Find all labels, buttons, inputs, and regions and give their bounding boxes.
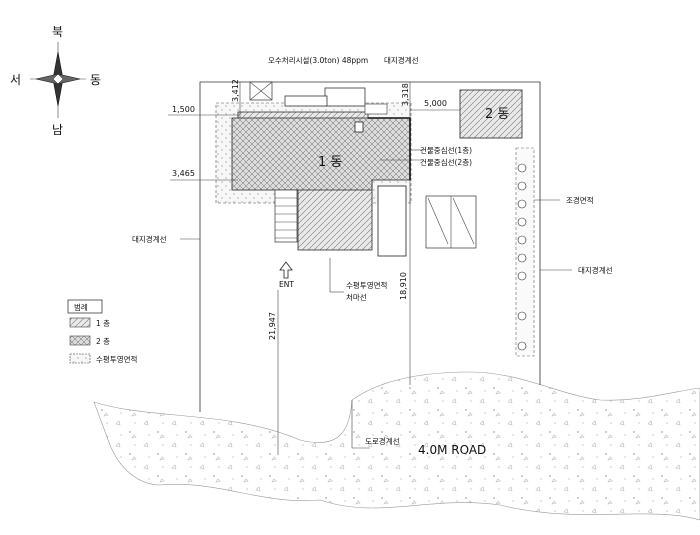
eaves-line-label: 처마선 [346, 293, 367, 302]
center-line-2f-label: 건물중심선(2층) [420, 157, 472, 167]
dimension-lines [168, 82, 460, 455]
building-1-annex [377, 185, 407, 257]
dim-3412: 3,412 [231, 79, 240, 102]
tree-symbols [517, 163, 527, 351]
septic-note: 오수처리시설(3.0ton) 48ppm [268, 56, 368, 65]
building-1-floor-2 [231, 117, 411, 191]
stairs [274, 189, 298, 243]
legend-title: 범례 [74, 302, 88, 312]
entrance-arrow [279, 261, 293, 279]
legend-item-2f: 2 층 [96, 337, 110, 346]
compass-south: 남 [52, 123, 63, 137]
roof-structure [324, 87, 366, 107]
building-2-label: 2 동 [485, 107, 509, 122]
legend: 범례 1 층 2 층 수평투영면적 [67, 299, 137, 364]
building-1-label: 1 동 [318, 155, 342, 170]
compass-west: 서 [10, 73, 21, 87]
road-label: 4.0M ROAD [418, 443, 486, 457]
compass-east: 동 [90, 73, 101, 87]
boundary-left-label: 대지경계선 [132, 234, 167, 244]
legend-item-projection: 수평투영면적 [96, 354, 137, 364]
landscape-area-label: 조경면적 [566, 195, 594, 205]
stairs-treads [275, 197, 297, 239]
dim-5000: 5,000 [424, 99, 447, 108]
balcony [364, 103, 388, 115]
road-line-label: 도로경계선 [365, 436, 400, 446]
road-surface [93, 371, 700, 521]
septic-tank-cross [249, 81, 273, 101]
parking-dividers [427, 196, 475, 248]
legend-item-1f: 1 층 [96, 319, 110, 328]
center-line-marker [354, 121, 364, 133]
boundary-top-label: 대지경계선 [384, 55, 419, 65]
compass-rose [30, 42, 86, 118]
landscape-strip [515, 147, 535, 357]
compass-north: 북 [52, 25, 63, 39]
horizontal-projection-label: 수평투영면적 [346, 280, 387, 290]
dim-21947: 21,947 [268, 312, 277, 340]
dim-18910: 18,910 [399, 272, 408, 300]
dim-1500: 1,500 [172, 105, 195, 114]
boundary-right-label: 대지경계선 [578, 265, 613, 275]
site-boundary [199, 81, 541, 412]
building-2 [459, 89, 523, 139]
entrance-canopy [284, 95, 328, 107]
entrance-label: ENT [279, 280, 294, 289]
dim-3318: 3,318 [401, 83, 410, 106]
center-line-1f-label: 건물중심선(1층) [420, 145, 472, 155]
road-boundary-line [351, 400, 370, 449]
dim-3465: 3,465 [172, 169, 195, 178]
